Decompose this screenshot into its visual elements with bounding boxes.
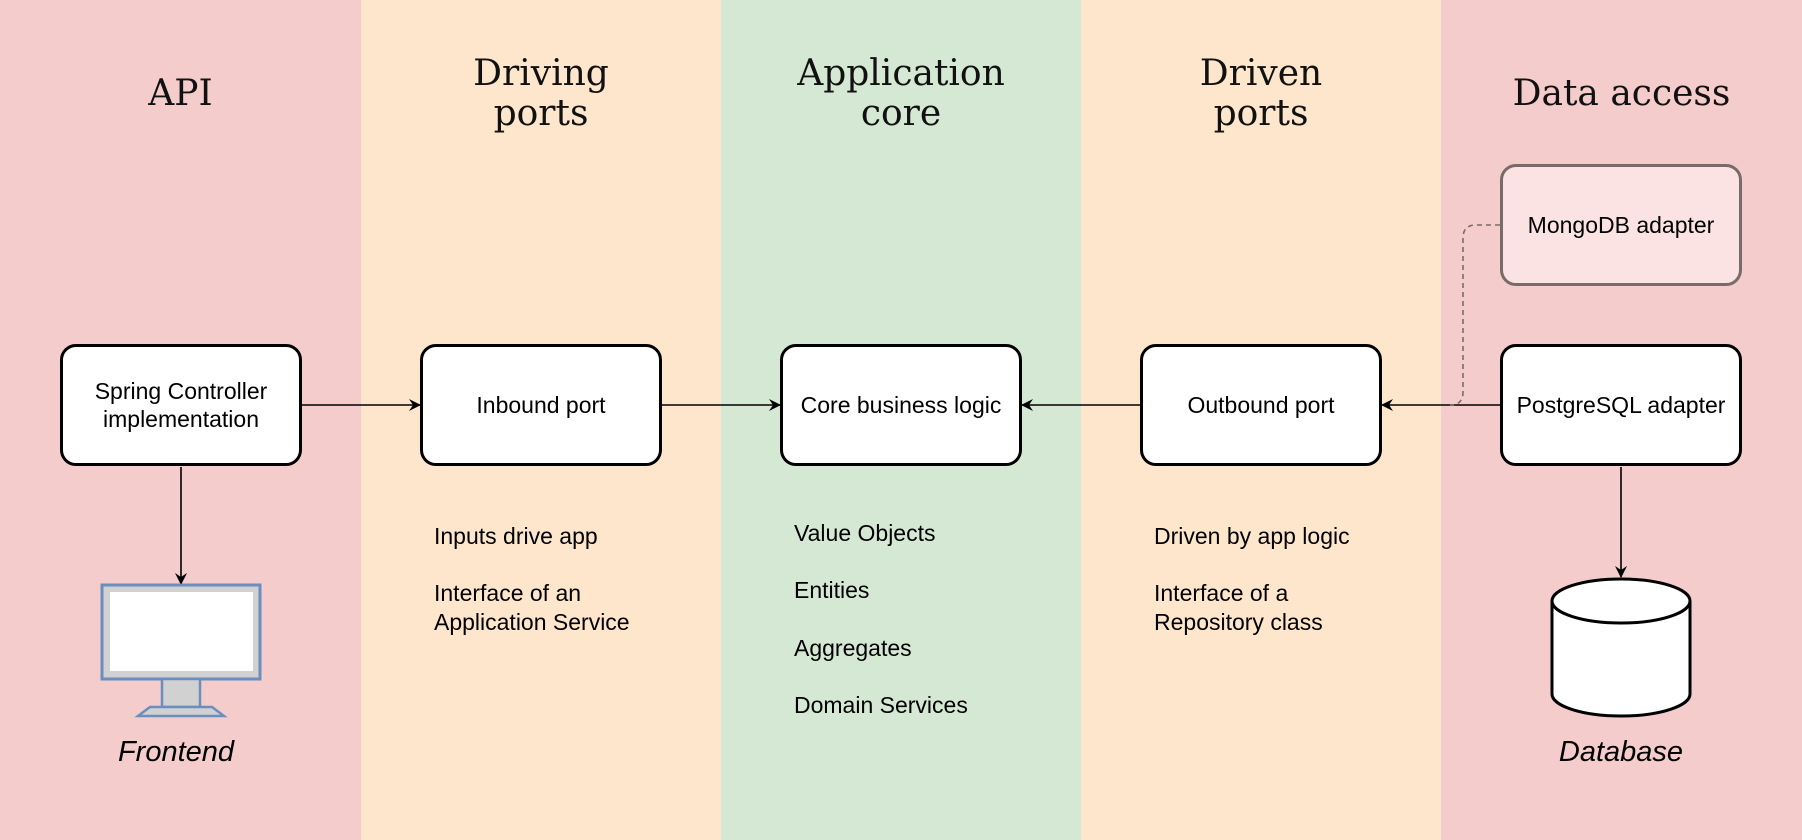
note-aggregates: Aggregates xyxy=(794,635,912,661)
mongodb-adapter-box[interactable]: MongoDB adapter xyxy=(1500,164,1742,286)
database-cylinder-icon xyxy=(1550,577,1692,718)
lane-title-api: API xyxy=(148,73,213,114)
dashed-connector-mongodb xyxy=(1449,224,1500,406)
lane-title-data-access: Data access xyxy=(1512,73,1731,114)
frontend-caption: Frontend xyxy=(117,736,235,768)
note-application-service-interface: Interface of an Application Service xyxy=(434,580,630,635)
database-caption: Database xyxy=(1558,736,1684,768)
note-value-objects: Value Objects xyxy=(794,520,936,546)
note-entities: Entities xyxy=(794,577,870,603)
note-driven-by-app-logic: Driven by app logic xyxy=(1154,523,1350,549)
monitor-icon xyxy=(100,583,262,718)
lane-title-driven-ports: Driven ports xyxy=(1199,53,1323,134)
note-repository-interface: Interface of a Repository class xyxy=(1154,580,1323,635)
lane-title-driving-ports: Driving ports xyxy=(473,53,609,134)
postgresql-adapter-box[interactable]: PostgreSQL adapter xyxy=(1500,344,1742,466)
spring-controller-box[interactable]: Spring Controller implementation xyxy=(60,344,302,466)
inbound-port-box[interactable]: Inbound port xyxy=(420,344,662,466)
note-domain-services: Domain Services xyxy=(794,692,968,718)
lane-title-application-core: Application core xyxy=(797,53,1005,134)
outbound-port-box[interactable]: Outbound port xyxy=(1140,344,1382,466)
core-business-logic-box[interactable]: Core business logic xyxy=(780,344,1022,466)
note-inputs-drive-app: Inputs drive app xyxy=(434,523,598,549)
